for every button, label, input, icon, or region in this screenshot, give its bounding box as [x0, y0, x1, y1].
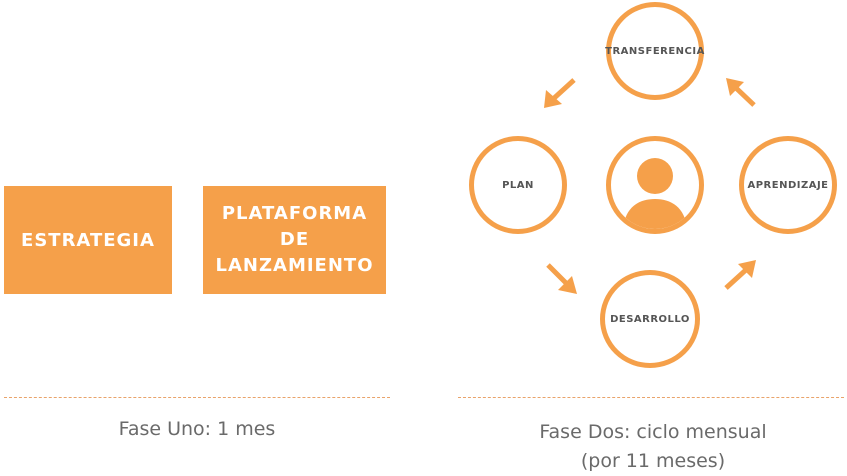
- arrow-learning-to-transfer-icon: [726, 78, 756, 107]
- cycle-step-plan: PLAN: [469, 136, 567, 234]
- phase-one-label: Fase Uno: 1 mes: [118, 418, 276, 440]
- cycle-step-learning: APRENDIZAJE: [739, 136, 837, 234]
- cycle-step-learning-label: APRENDIZAJE: [747, 179, 829, 191]
- cycle-step-transfer: TRANSFERENCIA: [605, 2, 705, 100]
- arrow-development-to-learning-icon: [724, 260, 756, 290]
- platform-label-line-3: LANZAMIENTO: [215, 255, 374, 276]
- arrow-plan-to-development-icon: [546, 263, 577, 294]
- platform-label-line-2: DE: [279, 229, 310, 250]
- cycle-step-transfer-label: TRANSFERENCIA: [605, 45, 705, 57]
- center-person-circle: [606, 136, 704, 234]
- phase-two-label-line-2: (por 11 meses): [580, 450, 726, 472]
- cycle-step-development-label: DESARROLLO: [610, 313, 690, 325]
- platform-label-line-1: PLATAFORMA: [221, 203, 368, 224]
- phase-two-divider: [458, 397, 844, 398]
- cycle-step-plan-label: PLAN: [502, 179, 534, 191]
- strategy-box: ESTRATEGIA: [4, 186, 172, 294]
- person-icon: [623, 158, 687, 229]
- cycle-step-development: DESARROLLO: [600, 270, 700, 368]
- arrow-transfer-to-plan-icon: [544, 78, 576, 108]
- phase-two-label-line-1: Fase Dos: ciclo mensual: [539, 421, 767, 443]
- phase-one-divider: [4, 397, 390, 398]
- strategy-label: ESTRATEGIA: [21, 229, 155, 251]
- phase-two-label: Fase Dos: ciclo mensual (por 11 meses): [458, 418, 847, 476]
- launch-platform-box: PLATAFORMA DE LANZAMIENTO: [203, 186, 386, 294]
